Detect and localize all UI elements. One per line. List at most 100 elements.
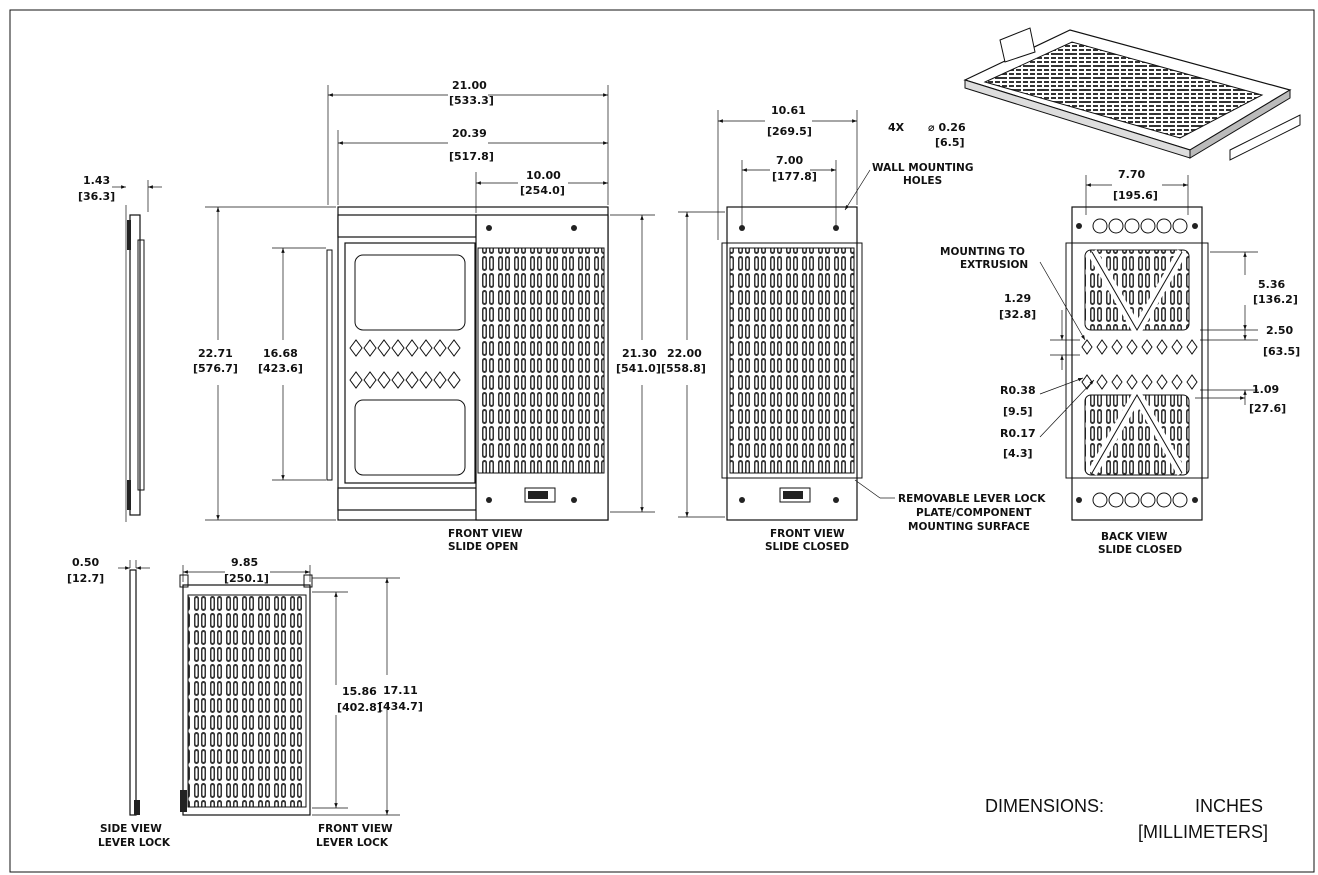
dim-10-61-in: 10.61 <box>771 104 806 117</box>
holes-dia: ⌀ 0.26 <box>928 121 966 134</box>
r038-in: R0.38 <box>1000 384 1036 397</box>
dim-21-30-in: 21.30 <box>622 347 657 360</box>
dim-1-29-in: 1.29 <box>1004 292 1031 305</box>
units-millimeters: [MILLIMETERS] <box>1138 822 1268 842</box>
dim-1-29-mm: [32.8] <box>999 308 1036 321</box>
front-view-lever-lock <box>179 574 313 816</box>
dim-20-39: 20.39 [517.8] <box>337 127 608 205</box>
extrusion-line-2: EXTRUSION <box>960 259 1028 271</box>
dim-22-00: 22.00 [558.8] <box>661 211 725 518</box>
sheet-border <box>9 9 1315 873</box>
side-lever-caption-2: LEVER LOCK <box>98 837 171 849</box>
removable-line-1: REMOVABLE LEVER LOCK <box>898 493 1046 505</box>
r017-mm: [4.3] <box>1003 447 1033 460</box>
front-view-slide-closed <box>721 206 863 521</box>
dim-10-00: 10.00 [254.0] <box>475 169 608 213</box>
dim-21-00: 21.00 [533.3] <box>327 79 609 205</box>
dim-22-00-in: 22.00 <box>667 347 702 360</box>
dim-7-00-mm: [177.8] <box>772 170 817 183</box>
front-view-slide-open <box>326 206 609 521</box>
dim-21-00-in: 21.00 <box>452 79 487 92</box>
dim-10-00-in: 10.00 <box>526 169 561 182</box>
dim-1-09-mm: [27.6] <box>1249 402 1286 415</box>
extrusion-line-1: MOUNTING TO <box>940 246 1025 258</box>
dim-21-30-mm: [541.0] <box>616 362 661 375</box>
side-view-top <box>125 180 149 522</box>
holes-mm: [6.5] <box>935 136 965 149</box>
dim-22-00-mm: [558.8] <box>661 362 706 375</box>
dim-17-11-mm: [434.7] <box>378 700 423 713</box>
dim-16-68: 16.68 [423.6] <box>258 247 326 481</box>
dim-5-36-mm: [136.2] <box>1253 293 1298 306</box>
dim-7-70-in: 7.70 <box>1118 168 1145 181</box>
dim-1-29: 1.29 [32.8] <box>999 292 1080 370</box>
dim-7-00: 7.00 [177.8] <box>741 154 837 225</box>
back-view-slide-closed <box>1065 206 1209 521</box>
dim-0-50: 0.50 [12.7] <box>67 556 150 585</box>
dim-15-86-in: 15.86 <box>342 685 377 698</box>
dim-1-43: 1.43 [36.3] <box>78 174 162 203</box>
dim-7-70-mm: [195.6] <box>1113 189 1158 202</box>
dim-17-11: 17.11 [434.7] <box>312 577 423 816</box>
front-lever-caption-1: FRONT VIEW <box>318 823 393 835</box>
units-note: DIMENSIONS: INCHES [MILLIMETERS] <box>985 796 1268 842</box>
holes-label-2: HOLES <box>903 175 942 187</box>
dim-20-39-mm: [517.8] <box>449 150 494 163</box>
radius-callouts: R0.38 [9.5] R0.17 [4.3] <box>1000 377 1095 460</box>
dim-1-09: 1.09 [27.6] <box>1195 383 1286 415</box>
mounting-extrusion-callout: MOUNTING TO EXTRUSION <box>940 246 1086 341</box>
back-holes-row-bottom <box>1076 492 1198 508</box>
dim-2-50-mm: [63.5] <box>1263 345 1300 358</box>
dim-15-86: 15.86 [402.8] <box>312 591 382 809</box>
dim-16-68-in: 16.68 <box>263 347 298 360</box>
dim-1-09-in: 1.09 <box>1252 383 1279 396</box>
dim-20-39-in: 20.39 <box>452 127 487 140</box>
dim-0-50-mm: [12.7] <box>67 572 104 585</box>
front-closed-caption-1: FRONT VIEW <box>770 528 845 540</box>
dim-16-68-mm: [423.6] <box>258 362 303 375</box>
holes-qty: 4X <box>888 121 905 134</box>
dim-0-50-in: 0.50 <box>72 556 99 569</box>
wall-holes-callout: 4X ⌀ 0.26 [6.5] WALL MOUNTING HOLES <box>844 121 973 211</box>
dim-10-61: 10.61 [269.5] <box>717 104 858 240</box>
dim-17-11-in: 17.11 <box>383 684 418 697</box>
units-label: DIMENSIONS: <box>985 796 1104 816</box>
side-lever-caption-1: SIDE VIEW <box>100 823 162 835</box>
isometric-view <box>963 27 1301 161</box>
dim-9-85-mm: [250.1] <box>224 572 269 585</box>
dim-22-71-mm: [576.7] <box>193 362 238 375</box>
front-closed-caption-2: SLIDE CLOSED <box>765 541 849 553</box>
dim-9-85: 9.85 [250.1] <box>182 556 311 585</box>
dim-2-50-in: 2.50 <box>1266 324 1293 337</box>
dim-15-86-mm: [402.8] <box>337 701 382 714</box>
units-inches: INCHES <box>1195 796 1263 816</box>
dim-1-43-mm: [36.3] <box>78 190 115 203</box>
side-view-lever-lock <box>129 560 140 816</box>
removable-line-2: PLATE/COMPONENT <box>916 507 1032 519</box>
dim-22-71-in: 22.71 <box>198 347 233 360</box>
removable-line-3: MOUNTING SURFACE <box>908 521 1030 533</box>
r038-mm: [9.5] <box>1003 405 1033 418</box>
dim-1-43-in: 1.43 <box>83 174 110 187</box>
dim-7-00-in: 7.00 <box>776 154 803 167</box>
back-holes-row-top <box>1076 218 1198 234</box>
dim-2-50: 2.50 [63.5] <box>1200 324 1300 405</box>
front-open-caption-1: FRONT VIEW <box>448 528 523 540</box>
dim-10-00-mm: [254.0] <box>520 184 565 197</box>
dim-9-85-in: 9.85 <box>231 556 258 569</box>
dim-7-70: 7.70 [195.6] <box>1085 168 1189 215</box>
front-open-caption-2: SLIDE OPEN <box>448 541 518 553</box>
dim-21-00-mm: [533.3] <box>449 94 494 107</box>
dim-22-71: 22.71 [576.7] <box>193 206 336 521</box>
dim-21-30: 21.30 [541.0] <box>610 214 661 513</box>
r017-in: R0.17 <box>1000 427 1036 440</box>
removable-plate-callout: REMOVABLE LEVER LOCK PLATE/COMPONENT MOU… <box>854 479 1046 533</box>
slot-row-1 <box>349 339 461 389</box>
dim-10-61-mm: [269.5] <box>767 125 812 138</box>
dim-5-36-in: 5.36 <box>1258 278 1285 291</box>
holes-label-1: WALL MOUNTING <box>872 162 973 174</box>
back-caption-1: BACK VIEW <box>1101 531 1168 543</box>
dim-5-36: 5.36 [136.2] <box>1200 251 1298 331</box>
back-caption-2: SLIDE CLOSED <box>1098 544 1182 556</box>
